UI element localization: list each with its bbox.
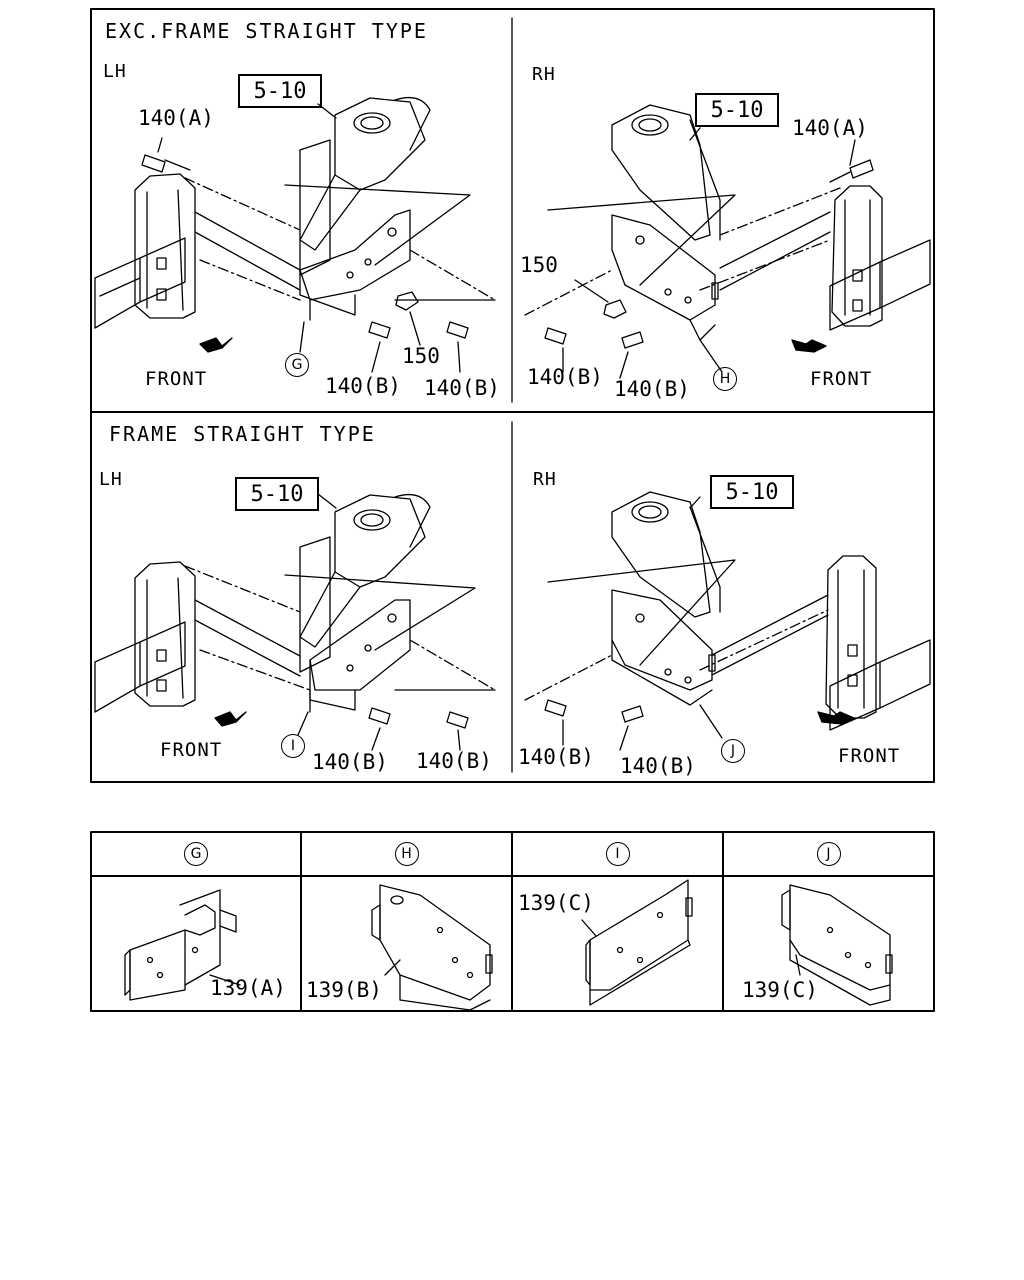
- tl-nut-label: 150: [402, 344, 440, 368]
- br-bolt-b1-label: 140(B): [518, 745, 594, 769]
- tr-ref-box: 5-10: [695, 93, 779, 127]
- br-drawing: [524, 491, 931, 751]
- tr-callout-letter: H: [719, 371, 731, 387]
- br-ref-label: 5-10: [725, 479, 779, 505]
- main-frame: [90, 8, 935, 783]
- tr-ref-label: 5-10: [710, 97, 764, 123]
- tl-drawing: [94, 96, 496, 373]
- bl-ref-label: 5-10: [250, 481, 304, 507]
- legend-circle-g: G: [184, 842, 208, 866]
- bl-heading: FRAME STRAIGHT TYPE: [109, 422, 376, 446]
- tr-bolt-a-label: 140(A): [792, 116, 868, 140]
- legend-key-i: I: [615, 846, 620, 862]
- tl-bolt-b1-label: 140(B): [325, 374, 401, 398]
- tr-nut-label: 150: [520, 253, 558, 277]
- legend-part-h: [371, 884, 493, 1011]
- legend-part-label-i: 139(C): [518, 891, 594, 915]
- tl-bolt-a-label: 140(A): [138, 106, 214, 130]
- legend-header-h: H: [301, 832, 512, 876]
- tl-callout-letter: G: [291, 357, 303, 373]
- legend-part-label-g: 139(A): [210, 976, 286, 1000]
- bl-callout-i: I: [281, 734, 305, 758]
- tr-drawing: [524, 104, 931, 379]
- legend-key-h: H: [401, 846, 412, 862]
- bl-ref-box: 5-10: [235, 477, 319, 511]
- legend-header-i: I: [512, 832, 723, 876]
- legend-part-j: [781, 884, 893, 1006]
- br-front-label: FRONT: [838, 745, 901, 767]
- tl-side-label: LH: [103, 61, 127, 82]
- legend-part-label-h: 139(B): [306, 978, 382, 1002]
- legend-header-j: J: [723, 832, 934, 876]
- legend-part-i: [581, 879, 693, 1006]
- bl-drawing: [94, 493, 496, 751]
- br-callout-letter: J: [730, 743, 736, 759]
- br-bolt-b2-label: 140(B): [620, 754, 696, 778]
- tl-ref-label: 5-10: [253, 78, 307, 104]
- tr-front-label: FRONT: [810, 368, 873, 390]
- tr-side-label: RH: [532, 64, 556, 85]
- tr-bolt-b2-label: 140(B): [614, 377, 690, 401]
- br-ref-box: 5-10: [710, 475, 794, 509]
- legend-key-g: G: [190, 846, 202, 862]
- bl-bolt-b2-label: 140(B): [416, 749, 492, 773]
- legend-circle-i: I: [605, 842, 630, 866]
- bl-bolt-b1-label: 140(B): [312, 750, 388, 774]
- tl-ref-box: 5-10: [238, 74, 322, 108]
- tl-heading: EXC.FRAME STRAIGHT TYPE: [105, 19, 428, 43]
- legend-circle-h: H: [394, 842, 419, 866]
- tr-bolt-b1-label: 140(B): [527, 365, 603, 389]
- tr-callout-h: H: [713, 367, 737, 391]
- bl-front-label: FRONT: [160, 739, 223, 761]
- tl-bolt-b2-label: 140(B): [424, 376, 500, 400]
- legend-circle-j: J: [816, 842, 841, 866]
- legend-key-j: J: [826, 846, 831, 862]
- br-callout-j: J: [721, 739, 745, 763]
- legend-part-g: [124, 889, 241, 1001]
- bl-side-label: LH: [99, 469, 123, 490]
- tl-front-label: FRONT: [145, 368, 208, 390]
- br-side-label: RH: [533, 469, 557, 490]
- legend-header-g: G: [91, 832, 301, 876]
- bl-callout-letter: I: [290, 738, 296, 754]
- legend-part-label-j: 139(C): [742, 978, 818, 1002]
- tl-callout-g: G: [285, 353, 309, 377]
